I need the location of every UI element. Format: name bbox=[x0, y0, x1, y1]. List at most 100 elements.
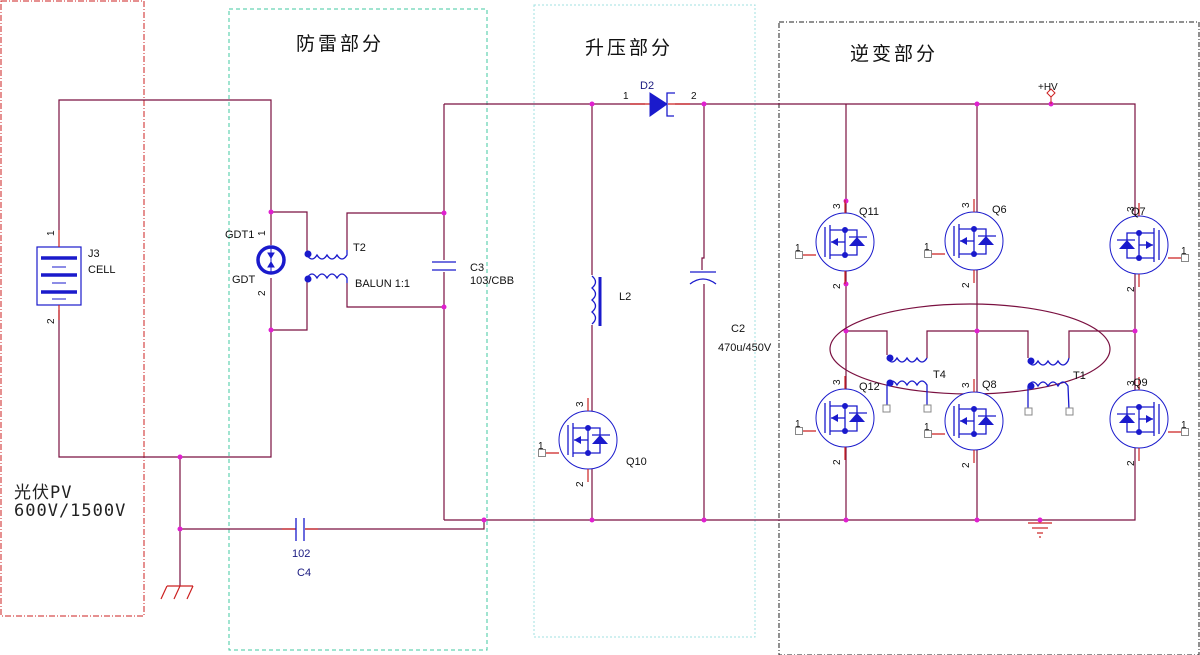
q6-source-pin: 2 bbox=[961, 282, 972, 288]
junction-dot bbox=[701, 101, 707, 107]
junction-dot bbox=[177, 526, 183, 532]
hv-port-icon bbox=[1046, 88, 1056, 98]
q12-drain-pin: 3 bbox=[832, 379, 843, 385]
c3-ref: C3 bbox=[470, 262, 484, 274]
inverter-section-border bbox=[778, 21, 1200, 655]
battery-cell-j3[interactable]: J3 CELL 1 2 bbox=[36, 230, 116, 324]
diode-d2[interactable]: D2 1 2 bbox=[623, 80, 697, 117]
junction-dot bbox=[843, 328, 849, 334]
pv-section-border bbox=[0, 0, 145, 617]
junction-dot bbox=[589, 517, 595, 523]
wire bbox=[701, 104, 705, 270]
q7-ref: Q7 bbox=[1131, 206, 1146, 218]
d2-pin1: 1 bbox=[623, 91, 629, 102]
junction-dot bbox=[843, 517, 849, 523]
coil-icon bbox=[306, 250, 348, 260]
wire bbox=[58, 99, 272, 230]
q10-ref: Q10 bbox=[626, 456, 647, 468]
body-diode-icon bbox=[849, 413, 865, 422]
gate-pad[interactable] bbox=[1181, 254, 1189, 262]
wire bbox=[271, 211, 308, 255]
q11-ref: Q11 bbox=[859, 206, 879, 218]
l2-ref: L2 bbox=[619, 291, 631, 303]
wire bbox=[846, 330, 888, 355]
junction-dot bbox=[1132, 328, 1138, 334]
capacitor-c4[interactable]: 102 C4 bbox=[282, 518, 318, 579]
junction-dot bbox=[177, 454, 183, 460]
junction-dot bbox=[441, 304, 447, 310]
junction-dot bbox=[1037, 517, 1043, 523]
earth-ground-icon bbox=[160, 585, 194, 600]
c4-ref: C4 bbox=[297, 567, 311, 579]
q9-drain-pin: 3 bbox=[1126, 380, 1137, 386]
wire bbox=[675, 103, 1136, 230]
q6-ref: Q6 bbox=[992, 204, 1007, 216]
q7-drain-pin: 3 bbox=[1126, 206, 1137, 212]
lightning-section-title: 防雷部分 bbox=[296, 33, 384, 55]
pv-voltage-label: 600V/1500V bbox=[14, 501, 126, 521]
c4-value: 102 bbox=[292, 548, 310, 560]
body-diode-icon bbox=[849, 237, 865, 246]
hv-label: +HV bbox=[1038, 82, 1058, 93]
q8-source-pin: 2 bbox=[961, 462, 972, 468]
transformer-t2[interactable]: T2 BALUN 1:1 bbox=[304, 242, 410, 290]
gate-pad[interactable] bbox=[795, 251, 803, 259]
capacitor-c2[interactable]: C2 470u/450V bbox=[689, 271, 772, 354]
q9-ref: Q9 bbox=[1133, 377, 1148, 389]
gate-pad[interactable] bbox=[795, 427, 803, 435]
q10-drain-pin: 3 bbox=[575, 401, 586, 407]
q11-drain-pin: 3 bbox=[832, 203, 843, 209]
gate-pad[interactable] bbox=[538, 449, 546, 457]
q12-ref: Q12 bbox=[859, 381, 880, 393]
gdt1-ref: GDT1 bbox=[225, 229, 254, 241]
q9-gate-pin: 1 bbox=[1181, 420, 1187, 431]
gate-pad[interactable] bbox=[924, 250, 932, 258]
body-diode-icon bbox=[1119, 240, 1135, 249]
wire bbox=[305, 520, 485, 530]
coil-icon bbox=[886, 356, 928, 363]
junctions bbox=[177, 101, 1138, 532]
gate-pad[interactable] bbox=[924, 430, 932, 438]
j3-pin1: 1 bbox=[46, 230, 57, 236]
gate-pad[interactable] bbox=[1181, 428, 1189, 436]
q11-gate-pin: 1 bbox=[795, 243, 801, 254]
inductor-l2[interactable]: L2 bbox=[591, 275, 631, 326]
junction-dot bbox=[481, 517, 487, 523]
wire bbox=[1068, 330, 1135, 358]
t1-ref: T1 bbox=[1073, 370, 1086, 382]
body-diode-icon bbox=[592, 435, 608, 444]
j3-pin2: 2 bbox=[46, 318, 57, 324]
q10-source-pin: 2 bbox=[575, 481, 586, 487]
transformer-t4[interactable]: T4 bbox=[882, 354, 946, 413]
coil-icon bbox=[1027, 357, 1070, 366]
junction-dot bbox=[589, 101, 595, 107]
d2-ref: D2 bbox=[640, 80, 654, 92]
junction-dot bbox=[268, 327, 274, 333]
coil-icon bbox=[886, 380, 928, 405]
hv-node[interactable]: +HV bbox=[1038, 82, 1058, 104]
gas-discharge-tube-gdt1[interactable]: GDT1 GDT 1 2 bbox=[225, 229, 286, 296]
t2-ref: T2 bbox=[353, 242, 366, 254]
coil-icon bbox=[1027, 381, 1070, 411]
wire bbox=[58, 310, 272, 458]
c2-ref: C2 bbox=[731, 323, 745, 335]
transformer-t1[interactable]: T1 bbox=[1024, 357, 1086, 416]
q8-gate-pin: 1 bbox=[924, 422, 930, 433]
gdt1-pin1: 1 bbox=[257, 230, 268, 236]
wire bbox=[271, 278, 308, 331]
junction-dot bbox=[441, 210, 447, 216]
t2-value: BALUN 1:1 bbox=[355, 278, 410, 290]
capacitor-c3[interactable]: C3 103/CBB bbox=[432, 261, 514, 287]
junction-dot bbox=[974, 328, 980, 334]
q8-drain-pin: 3 bbox=[961, 382, 972, 388]
wire bbox=[346, 212, 444, 250]
